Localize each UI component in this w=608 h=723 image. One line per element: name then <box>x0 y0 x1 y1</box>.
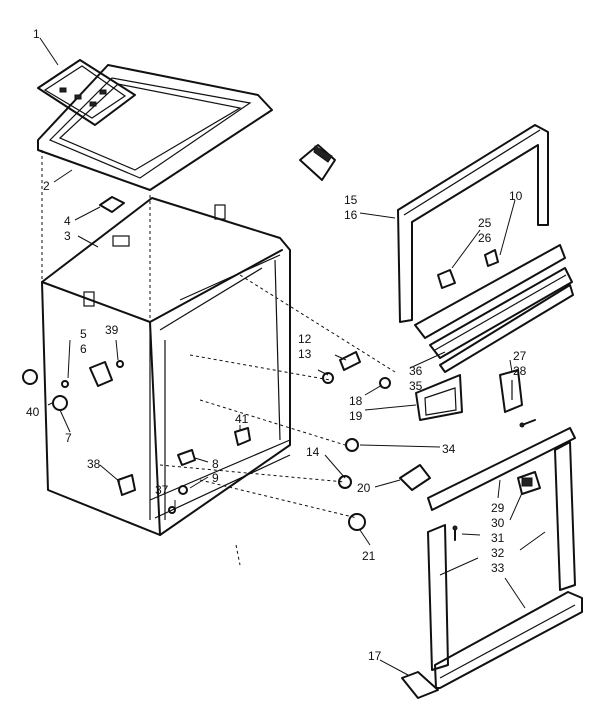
cabinet-body <box>41 197 291 536</box>
label-9: 9 <box>212 471 219 485</box>
handle-part-15 <box>299 144 336 181</box>
label-41: 41 <box>235 412 249 426</box>
label-2: 2 <box>43 179 50 193</box>
label-34: 34 <box>442 442 456 456</box>
label-30: 30 <box>491 516 505 530</box>
label-40: 40 <box>26 405 40 419</box>
trim-strip <box>414 244 574 373</box>
label-16: 16 <box>344 208 358 222</box>
label-35: 35 <box>409 379 423 393</box>
label-37: 37 <box>155 483 169 497</box>
top-panel <box>37 64 273 191</box>
label-33: 33 <box>491 561 505 575</box>
alignment-lines <box>41 150 396 566</box>
label-6: 6 <box>80 342 87 356</box>
label-18: 18 <box>349 394 363 408</box>
label-36: 36 <box>409 364 423 378</box>
label-8: 8 <box>212 457 219 471</box>
screw-part-31 <box>452 525 458 541</box>
label-14: 14 <box>306 445 320 459</box>
label-39: 39 <box>105 323 119 337</box>
screw-part-28 <box>519 419 536 428</box>
label-19: 19 <box>349 409 363 423</box>
door-frame-lower <box>401 427 583 699</box>
label-10: 10 <box>509 189 523 203</box>
clip-parts-25-26 <box>437 249 499 289</box>
label-13: 13 <box>298 347 312 361</box>
label-5: 5 <box>80 327 87 341</box>
door-frame-upper <box>397 124 549 323</box>
label-1: 1 <box>33 27 40 41</box>
leader-lines <box>39 37 546 676</box>
label-20: 20 <box>357 481 371 495</box>
bracket-part-4 <box>99 196 125 213</box>
label-31: 31 <box>491 531 505 545</box>
label-17: 17 <box>368 649 382 663</box>
label-27: 27 <box>513 349 527 363</box>
label-38: 38 <box>87 457 101 471</box>
control-panel <box>37 59 136 126</box>
label-21: 21 <box>362 549 376 563</box>
label-25: 25 <box>478 216 492 230</box>
label-7: 7 <box>65 431 72 445</box>
small-parts <box>22 351 463 531</box>
label-12: 12 <box>298 332 312 346</box>
label-28: 28 <box>513 364 527 378</box>
part-labels: 1 2 4 3 15 16 10 25 26 12 13 18 19 36 35… <box>26 27 527 663</box>
label-26: 26 <box>478 231 492 245</box>
label-29: 29 <box>491 501 505 515</box>
label-15: 15 <box>344 193 358 207</box>
label-32: 32 <box>491 546 505 560</box>
latch-part-30 <box>517 471 541 495</box>
label-4: 4 <box>64 214 71 228</box>
label-3: 3 <box>64 229 71 243</box>
